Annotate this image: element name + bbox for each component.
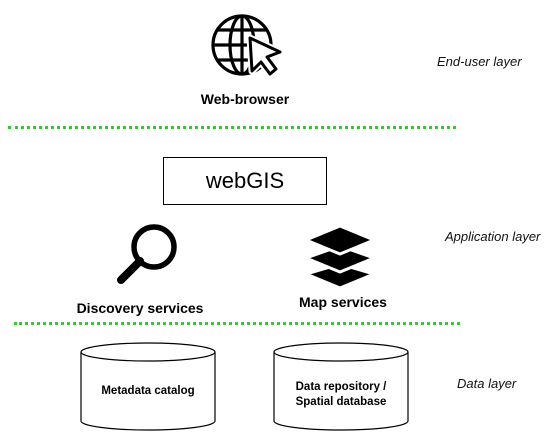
data-repository-label: Data repository / Spatial database — [273, 380, 409, 410]
layers-stack-icon — [304, 224, 376, 290]
application-layer-label: Application layer — [445, 229, 541, 244]
globe-cursor-icon — [211, 14, 284, 78]
separator-bottom — [14, 322, 460, 325]
metadata-catalog-label: Metadata catalog — [101, 385, 195, 397]
end-user-layer-label: End-user layer — [437, 54, 522, 69]
separator-top — [8, 126, 456, 129]
data-layer-label: Data layer — [457, 376, 517, 391]
magnifier-icon — [117, 224, 177, 284]
data-repository-cylinder — [273, 342, 409, 431]
web-browser-label: Web-browser — [200, 91, 290, 107]
map-services-label: Map services — [299, 294, 387, 310]
webgis-box: webGIS — [163, 157, 327, 205]
data-repository-line1: Data repository / — [295, 381, 387, 393]
metadata-catalog-cylinder — [80, 342, 216, 431]
discovery-services-label: Discovery services — [76, 300, 204, 316]
data-repository-line2: Spatial database — [295, 396, 387, 408]
